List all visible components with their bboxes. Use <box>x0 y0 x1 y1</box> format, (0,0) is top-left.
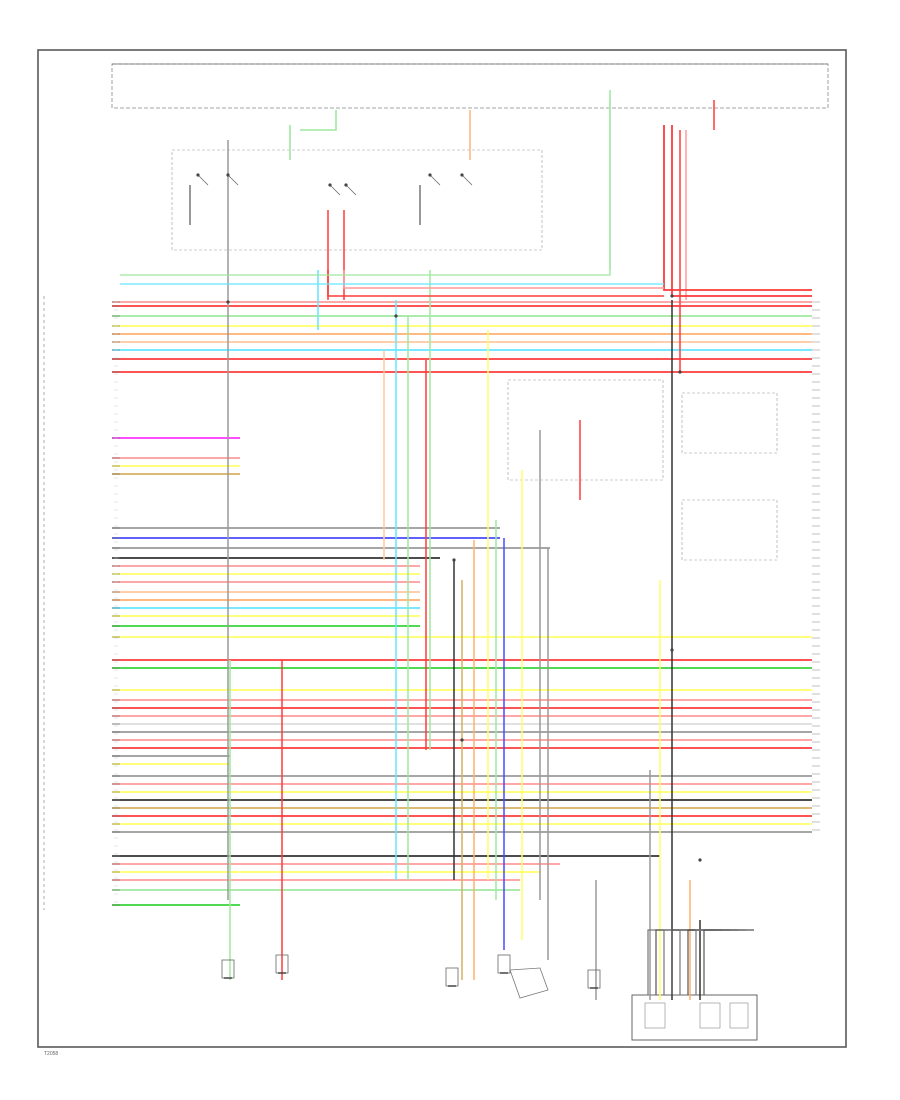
motor-component <box>509 967 549 999</box>
relay-node-3 <box>328 183 332 187</box>
feed-wire-red-2 <box>671 125 812 297</box>
relay-node-6 <box>460 173 464 177</box>
relay-feed-pink <box>343 270 664 289</box>
relay-box <box>171 149 543 251</box>
lower-right-module <box>631 994 758 1041</box>
relay-contact-5 <box>429 174 441 186</box>
relay-contact-2 <box>227 174 239 186</box>
splice-1 <box>226 300 230 304</box>
sensor-1 <box>221 959 235 979</box>
splice-7 <box>670 648 674 652</box>
sensor-5 <box>587 969 601 989</box>
feed-wire-red <box>663 125 812 291</box>
splice-6 <box>460 738 464 742</box>
control-box <box>507 379 664 481</box>
relay-node-2 <box>226 173 230 177</box>
diagram-code: T2058 <box>44 1051 59 1057</box>
sensor-4 <box>497 954 511 974</box>
power-distribution-box <box>111 63 829 109</box>
splice-3 <box>670 294 674 298</box>
splice-8 <box>698 858 702 862</box>
relay-contact-1 <box>197 174 209 186</box>
relay-contact-6 <box>461 174 473 186</box>
sensor-group <box>189 173 601 989</box>
wire-group <box>112 90 812 1000</box>
fuse-green-2 <box>300 110 337 131</box>
diagram-frame <box>37 49 847 1048</box>
splice-5 <box>452 558 456 562</box>
relay-contact-4 <box>345 184 357 196</box>
relay-node-5 <box>428 173 432 177</box>
relay-node-4 <box>344 183 348 187</box>
pin-label-group <box>112 301 820 906</box>
sensor-3 <box>445 967 459 987</box>
range-sensor-box <box>681 392 778 454</box>
relay-feed-red <box>327 270 664 297</box>
harness-wire-8 <box>703 929 754 995</box>
switch-box <box>681 499 778 561</box>
relay-node-1 <box>196 173 200 177</box>
top-green-feed <box>120 98 611 276</box>
splice-4 <box>678 370 682 374</box>
splice-2 <box>394 314 398 318</box>
relay-contact-3 <box>329 184 341 196</box>
